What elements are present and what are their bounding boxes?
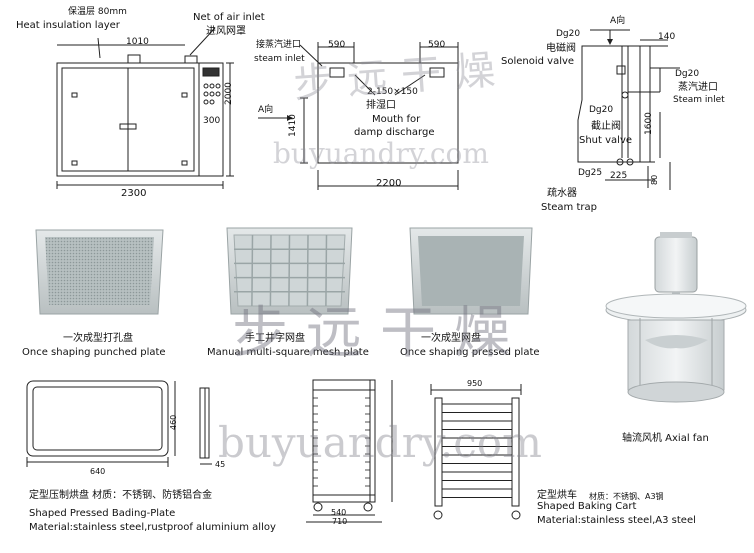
cart-title-en: Shaped Baking Cart (537, 501, 637, 512)
cart-material-cn: 材质：不锈钢、A3钢 (589, 492, 664, 501)
net-label-en: Net of air inlet (193, 12, 265, 23)
dim-710: 710 (332, 517, 348, 526)
steam-label-en: steam inlet (254, 54, 305, 64)
insulation-label-en: Heat insulation layer (16, 20, 120, 31)
mesh-plate-caption-en: Manual multi-square mesh plate (207, 347, 369, 358)
pressed-plate-photo (409, 227, 533, 315)
shut-valve-en: Shut valve (579, 135, 633, 146)
shaped-plate-drawing (26, 380, 212, 467)
oven-top-plan (258, 42, 459, 190)
plate-material-en: Material:stainless steel,rustproof alumi… (29, 522, 276, 533)
axial-fan-caption: 轴流风机 Axial fan (622, 433, 709, 444)
cart-material-en: Material:stainless steel,A3 steel (537, 515, 696, 526)
steam-label-cn: 接蒸汽进口 (256, 40, 302, 50)
steam-piping-diagram (577, 29, 680, 190)
mesh-grid-line (306, 234, 309, 307)
pressed-plate-caption-en: Once shaping pressed plate (400, 347, 540, 358)
dim-2x150: 2-150×150 (367, 87, 418, 97)
axial-fan-photo (605, 232, 747, 403)
cart-side-shelves (313, 397, 370, 487)
pressed-plate-caption-cn: 一次成型网盘 (421, 333, 481, 344)
dim-540: 540 (331, 508, 347, 517)
cart-title-cn: 定型烘车 (537, 490, 577, 501)
dim-1010: 1010 (126, 37, 149, 47)
insulation-label-cn: 保温层 80mm (68, 7, 127, 17)
damp-label-en: damp discharge (354, 127, 435, 138)
net-label-cn: 进风网罩 (206, 26, 246, 37)
steam-inlet-en: Steam inlet (673, 95, 725, 105)
solenoid-label-en: Solenoid valve (501, 56, 575, 67)
dim-225: 225 (610, 171, 628, 181)
dim-80: 80 (650, 174, 659, 185)
mesh-grid-line (288, 234, 291, 307)
dim-1600: 1600 (644, 112, 654, 135)
punched-plate-caption-cn: 一次成型打孔盘 (63, 333, 133, 344)
dim-2200: 2200 (376, 178, 402, 189)
dg20-mid: Dg20 (589, 105, 614, 115)
baking-cart-side-drawing (306, 379, 393, 523)
a-direction-label: A向 (258, 105, 274, 115)
oven-front-elevation (56, 27, 234, 189)
steam-inlet-cn: 蒸汽进口 (678, 82, 718, 93)
mouth-label-en: Mouth for (372, 114, 421, 125)
piping-a-direction: A向 (610, 16, 626, 26)
dim-460: 460 (169, 414, 178, 430)
damp-label-cn: 排湿口 (366, 100, 396, 111)
solenoid-label-cn: 电磁阀 (546, 43, 576, 54)
dg25-label: Dg25 (578, 168, 603, 178)
dim-2000: 2000 (224, 82, 234, 105)
punched-plate-caption-en: Once shaping punched plate (22, 347, 166, 358)
dim-45: 45 (215, 460, 226, 469)
shut-valve-cn: 截止阀 (591, 121, 621, 132)
cart-front-rails (442, 403, 512, 498)
dg20-right: Dg20 (675, 69, 700, 79)
mesh-grid-line (269, 234, 272, 307)
plate-title-cn: 定型压制烘盘 材质：不锈钢、防锈铝合金 (29, 490, 213, 501)
dim-300: 300 (203, 116, 221, 126)
dim-640: 640 (90, 467, 106, 476)
mesh-grid-line (325, 234, 328, 307)
dim-1410: 1410 (288, 114, 298, 137)
mesh-plate-caption-cn: 手工井字网盘 (245, 333, 305, 344)
punched-plate-photo (35, 229, 164, 315)
dim-950: 950 (467, 379, 483, 388)
plate-title-en: Shaped Pressed Bading-Plate (29, 508, 176, 519)
baking-cart-front-drawing (430, 384, 522, 520)
mesh-plate-photo (226, 227, 353, 315)
mesh-grid-line (251, 234, 254, 307)
dim-140: 140 (658, 32, 676, 42)
steam-trap-en: Steam trap (541, 202, 597, 213)
dg20-top: Dg20 (556, 29, 581, 39)
dim-2300: 2300 (121, 188, 147, 199)
dim-590-right: 590 (428, 40, 446, 50)
dim-590-left: 590 (328, 40, 346, 50)
steam-trap-cn: 疏水器 (547, 188, 577, 199)
